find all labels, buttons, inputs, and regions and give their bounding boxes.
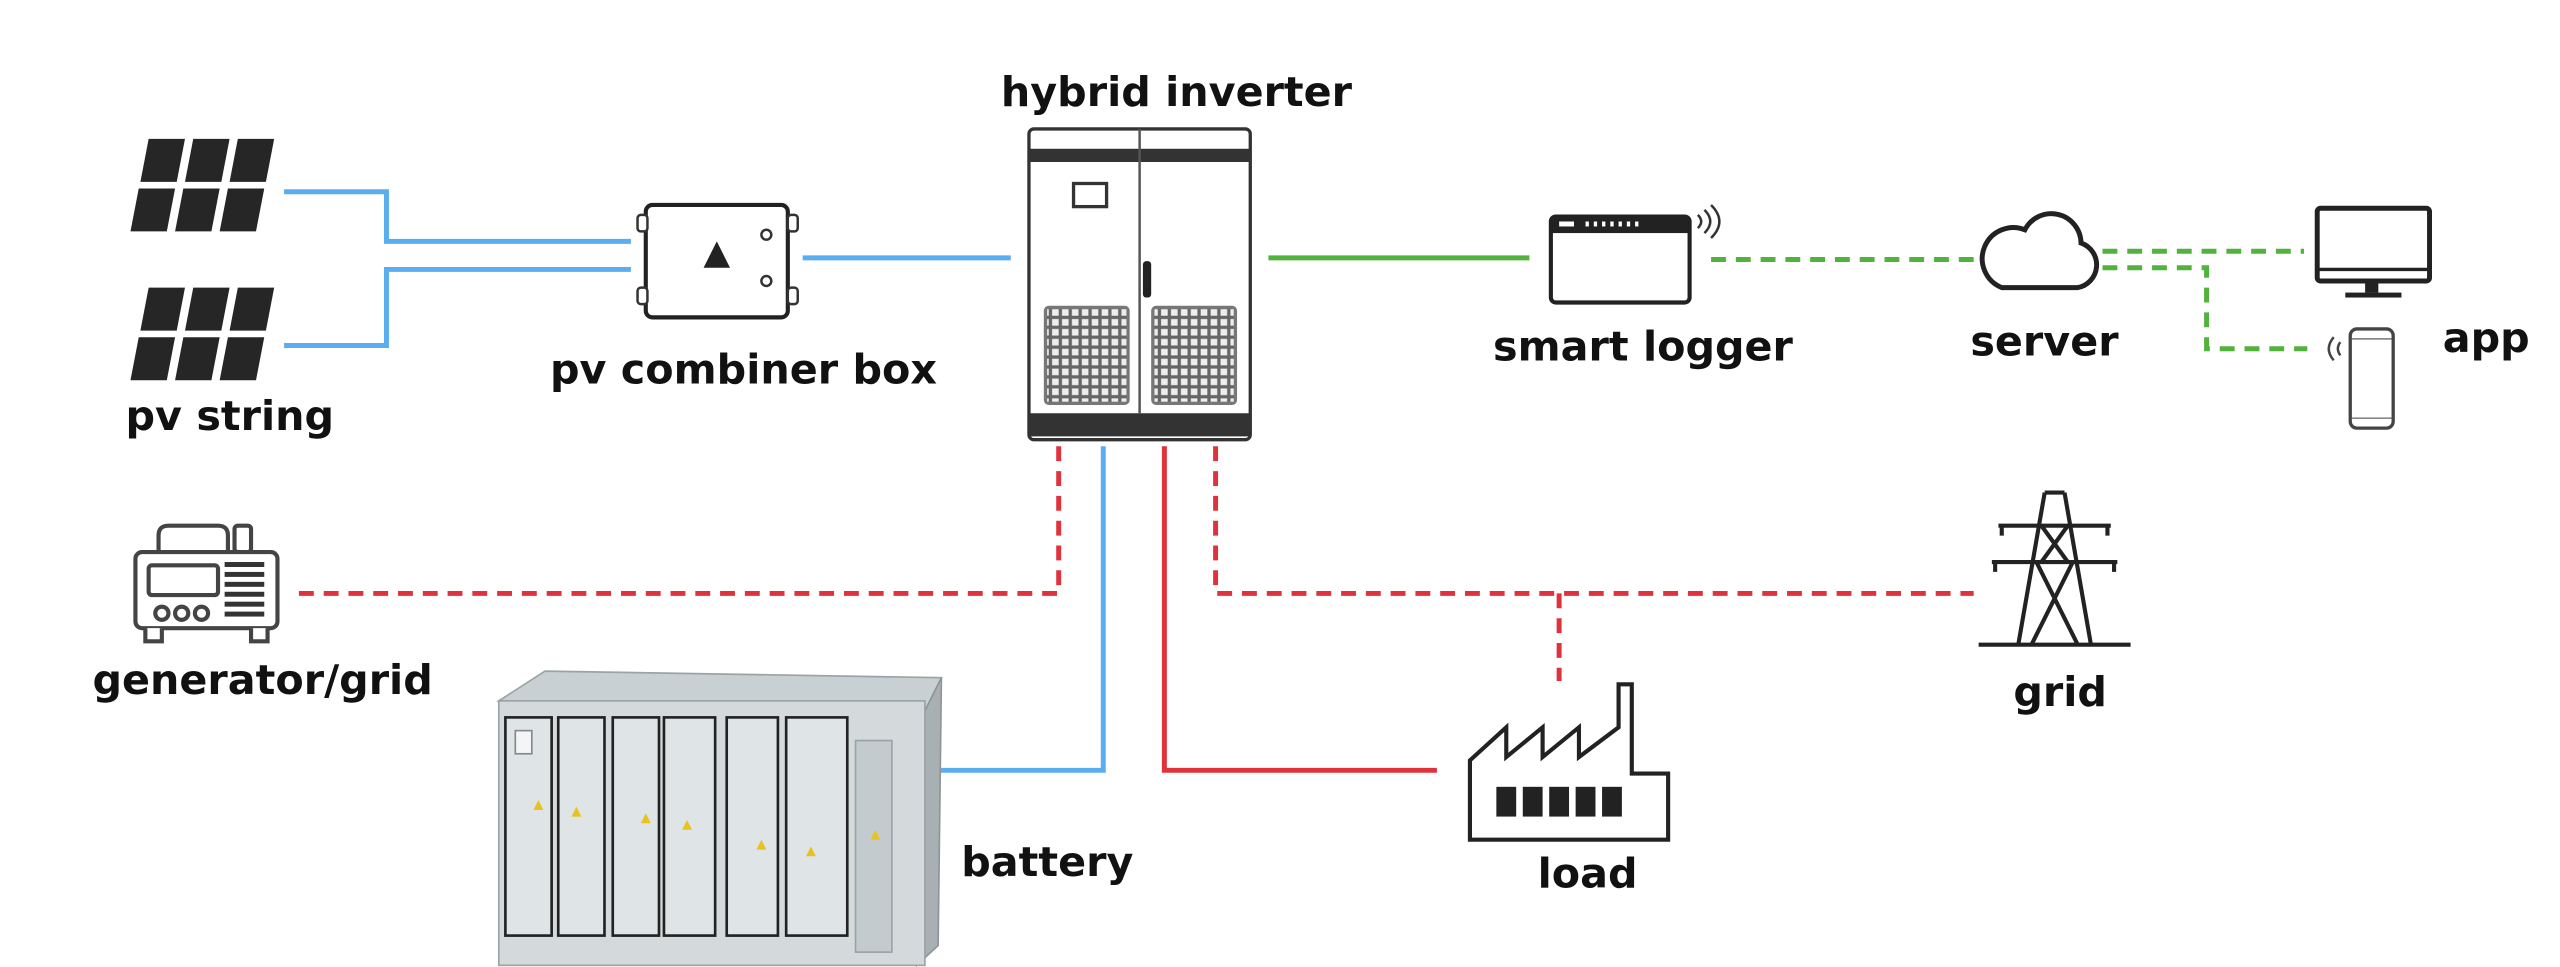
- solar-panel-icon: [130, 287, 275, 381]
- wireless-signal-icon: [2327, 336, 2342, 362]
- data-logger-icon: [1548, 204, 1721, 305]
- vent-grille-left: [1043, 305, 1130, 405]
- connections: [284, 189, 2308, 773]
- smart-logger-label: smart logger: [1493, 322, 1793, 370]
- dc-line-inverter-battery: [938, 446, 1106, 773]
- vent-grille-right: [1151, 305, 1238, 405]
- inverter-cabinet-icon: [1027, 127, 1252, 442]
- load-label: load: [1538, 850, 1638, 898]
- generator-grid-label: generator/grid: [92, 656, 432, 704]
- server-node[interactable]: server: [1970, 211, 2119, 366]
- hybrid-inverter-node[interactable]: hybrid inverter: [1001, 68, 1353, 442]
- grid-node[interactable]: grid: [1978, 490, 2131, 716]
- dc-line-pv-string-1: [284, 189, 631, 244]
- ac-line-inverter-grid: [1213, 446, 1974, 596]
- dc-line-pv-string-2: [284, 266, 631, 348]
- pv-string-label: pv string: [126, 392, 335, 440]
- pv-string-node[interactable]: pv string: [126, 138, 335, 440]
- battery-container-icon: [496, 670, 943, 967]
- app-node[interactable]: app: [2314, 205, 2530, 430]
- pv-combiner-box-node[interactable]: pv combiner box: [550, 202, 937, 394]
- smartphone-icon: [2327, 327, 2395, 430]
- cloud-icon: [1979, 211, 2100, 291]
- battery-node[interactable]: battery: [496, 670, 1134, 967]
- solar-panel-icon: [130, 138, 275, 232]
- factory-icon: [1467, 682, 1671, 842]
- ac-line-inverter-generator: [293, 446, 1062, 596]
- comm-line-server-phone: [2102, 265, 2308, 352]
- grid-label: grid: [2013, 668, 2107, 716]
- pv-combiner-box-label: pv combiner box: [550, 345, 937, 393]
- combiner-box-icon: [636, 202, 799, 320]
- wireless-signal-icon: [1696, 204, 1721, 239]
- smart-logger-node[interactable]: smart logger: [1493, 204, 1794, 370]
- server-label: server: [1970, 317, 2119, 365]
- load-node[interactable]: load: [1467, 682, 1671, 898]
- battery-label: battery: [961, 838, 1133, 886]
- generator-icon: [133, 523, 280, 644]
- desktop-monitor-icon: [2314, 205, 2432, 298]
- ac-line-inverter-load: [1161, 446, 1437, 773]
- transmission-tower-icon: [1978, 490, 2131, 647]
- app-label: app: [2443, 314, 2530, 362]
- hybrid-inverter-label: hybrid inverter: [1001, 68, 1353, 116]
- generator-grid-node[interactable]: generator/grid: [92, 523, 433, 705]
